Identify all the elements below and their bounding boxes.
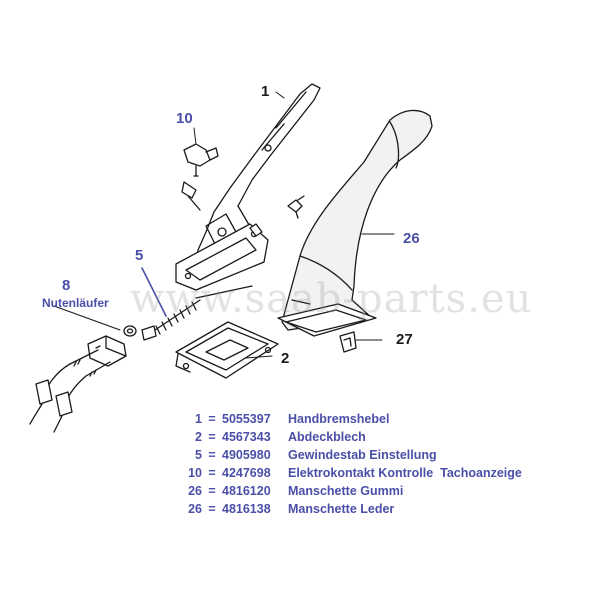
lever-boot-part bbox=[277, 109, 433, 337]
legend-part-number: 4567343 bbox=[222, 430, 271, 444]
legend-row: 2 = 4567343 Abdeckblech bbox=[160, 428, 590, 446]
legend-part-number: 4816120 bbox=[222, 484, 271, 498]
clip-part bbox=[339, 331, 357, 353]
legend-row: 1 = 5055397 Handbremshebel bbox=[160, 410, 590, 428]
adjusting-rod-part bbox=[141, 285, 253, 341]
legend-position: 5 bbox=[195, 448, 202, 462]
legend-description: Manschette Leder bbox=[288, 502, 395, 516]
legend-position: 10 bbox=[188, 466, 202, 480]
callout-2: 2 bbox=[281, 350, 290, 367]
grooved-roller-part bbox=[123, 325, 137, 337]
legend-description: Abdeckblech bbox=[288, 430, 366, 444]
legend-equals: = bbox=[208, 412, 216, 426]
lever-base-bracket bbox=[175, 223, 269, 291]
legend-equals: = bbox=[208, 466, 216, 480]
legend-position: 2 bbox=[195, 430, 202, 444]
callout-5: 5 bbox=[135, 247, 144, 264]
bolt-part bbox=[287, 195, 305, 219]
legend-part-number: 4905980 bbox=[222, 448, 271, 462]
legend-part-number: 5055397 bbox=[222, 412, 271, 426]
callout-1: 1 bbox=[261, 83, 270, 100]
callout-26: 26 bbox=[403, 230, 420, 247]
leader-lines bbox=[53, 91, 395, 359]
watermark-text: www.saab-parts.eu bbox=[130, 276, 533, 322]
legend-row: 5 = 4905980 Gewindestab Einstellung bbox=[160, 446, 590, 464]
legend-equals: = bbox=[208, 484, 216, 498]
legend-description: Handbremshebel bbox=[288, 412, 390, 426]
legend-equals: = bbox=[208, 448, 216, 462]
legend-position: 26 bbox=[188, 484, 202, 498]
legend-position: 1 bbox=[195, 412, 202, 426]
legend-description: Manschette Gummi bbox=[288, 484, 404, 498]
callout-27: 27 bbox=[396, 331, 413, 348]
callout-10: 10 bbox=[176, 110, 193, 127]
legend-row: 26 = 4816138 Manschette Leder bbox=[160, 500, 590, 518]
callout-nutenlaeufer: Nutenläufer bbox=[42, 296, 109, 310]
legend-equals: = bbox=[208, 502, 216, 516]
callout-8: 8 bbox=[62, 277, 71, 294]
legend-description: Elektrokontakt Kontrolle Tachoanzeige bbox=[288, 466, 522, 480]
legend-part-number: 4816138 bbox=[222, 502, 271, 516]
legend-equals: = bbox=[208, 430, 216, 444]
legend-description: Gewindestab Einstellung bbox=[288, 448, 437, 462]
legend-row: 10 = 4247698 Elektrokontakt Kontrolle Ta… bbox=[160, 464, 590, 482]
legend-position: 26 bbox=[188, 502, 202, 516]
cover-plate-part bbox=[175, 321, 279, 379]
legend-part-number: 4247698 bbox=[222, 466, 271, 480]
cable-yoke-part bbox=[29, 335, 127, 433]
legend-row: 26 = 4816120 Manschette Gummi bbox=[160, 482, 590, 500]
parts-legend: 1 = 5055397 Handbremshebel 2 = 4567343 A… bbox=[160, 410, 590, 518]
electrical-contact-part bbox=[183, 143, 219, 177]
